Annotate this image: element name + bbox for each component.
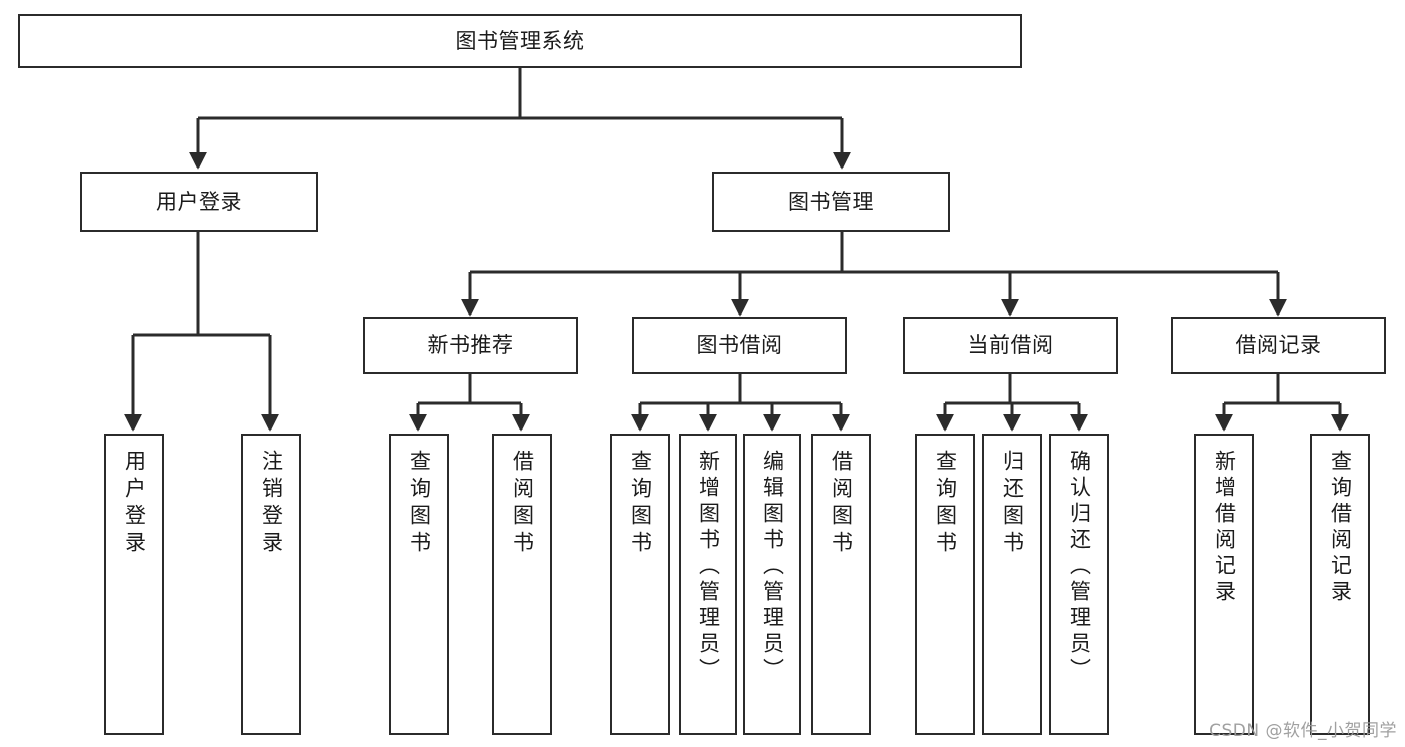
leaf-current-borrow-query-label: 查询图书	[933, 450, 958, 558]
node-current-borrow-label: 当前借阅	[967, 333, 1054, 358]
node-borrow-record-label: 借阅记录	[1235, 333, 1322, 358]
leaf-current-borrow-confirm-label: 确认归还（管理员）	[1067, 450, 1092, 684]
leaf-borrow-record-query-label: 查询借阅记录	[1328, 450, 1353, 606]
leaf-user-login-signin[interactable]: 用户登录	[104, 434, 164, 735]
leaf-current-borrow-query[interactable]: 查询图书	[915, 434, 975, 735]
leaf-book-borrow-edit[interactable]: 编辑图书（管理员）	[743, 434, 801, 735]
leaf-user-login-signout[interactable]: 注销登录	[241, 434, 301, 735]
leaf-book-borrow-borrow-label: 借阅图书	[829, 450, 854, 558]
node-current-borrow[interactable]: 当前借阅	[903, 317, 1118, 374]
leaf-book-borrow-edit-label: 编辑图书（管理员）	[760, 450, 785, 684]
node-new-book-recommend[interactable]: 新书推荐	[363, 317, 578, 374]
node-root-book-management-system[interactable]: 图书管理系统	[18, 14, 1022, 68]
leaf-current-borrow-confirm[interactable]: 确认归还（管理员）	[1049, 434, 1109, 735]
node-book-management[interactable]: 图书管理	[712, 172, 950, 232]
leaf-new-book-borrow-label: 借阅图书	[510, 450, 535, 558]
node-book-management-label: 图书管理	[788, 189, 874, 214]
node-borrow-record[interactable]: 借阅记录	[1171, 317, 1386, 374]
leaf-new-book-query[interactable]: 查询图书	[389, 434, 449, 735]
leaf-borrow-record-add-label: 新增借阅记录	[1212, 450, 1237, 606]
node-book-borrow-label: 图书借阅	[696, 333, 783, 358]
leaf-current-borrow-return[interactable]: 归还图书	[982, 434, 1042, 735]
leaf-borrow-record-add[interactable]: 新增借阅记录	[1194, 434, 1254, 735]
leaf-book-borrow-borrow[interactable]: 借阅图书	[811, 434, 871, 735]
leaf-book-borrow-add-label: 新增图书（管理员）	[696, 450, 721, 684]
leaf-borrow-record-query[interactable]: 查询借阅记录	[1310, 434, 1370, 735]
watermark: CSDN @软件_小贺同学	[1209, 721, 1397, 741]
leaf-book-borrow-query[interactable]: 查询图书	[610, 434, 670, 735]
node-user-login-label: 用户登录	[156, 189, 242, 214]
node-new-book-recommend-label: 新书推荐	[427, 333, 514, 358]
node-user-login[interactable]: 用户登录	[80, 172, 318, 232]
leaf-user-login-signin-label: 用户登录	[122, 450, 147, 558]
leaf-user-login-signout-label: 注销登录	[259, 450, 284, 558]
node-book-borrow[interactable]: 图书借阅	[632, 317, 847, 374]
node-root-label: 图书管理系统	[455, 28, 585, 53]
leaf-new-book-query-label: 查询图书	[407, 450, 432, 558]
leaf-book-borrow-query-label: 查询图书	[628, 450, 653, 558]
leaf-current-borrow-return-label: 归还图书	[1000, 450, 1025, 558]
leaf-new-book-borrow[interactable]: 借阅图书	[492, 434, 552, 735]
leaf-book-borrow-add[interactable]: 新增图书（管理员）	[679, 434, 737, 735]
